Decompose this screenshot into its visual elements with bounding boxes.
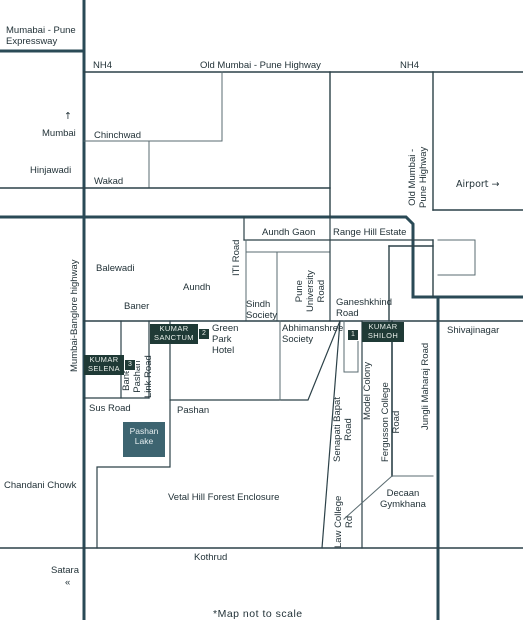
- ganeshkhind-road-label: Ganeshkhind Road: [336, 297, 392, 319]
- sindh-society-label: Sindh Society: [246, 299, 278, 321]
- nh4-left-label: NH4: [93, 60, 113, 71]
- balewadi-label: Balewadi: [96, 263, 135, 274]
- airport-label: Airport →: [456, 179, 500, 190]
- senapati-bapat-road-label: Senapati Bapat Road: [332, 397, 354, 462]
- old-highway-label: Old Mumbai - Pune Highway: [200, 60, 321, 71]
- map-footnote: *Map not to scale: [213, 608, 303, 620]
- model-colony-label: Model Colony: [362, 361, 373, 420]
- ring-highway-line: [0, 215, 523, 299]
- iti-road-label: ITI Road: [231, 239, 242, 276]
- pashan-label: Pashan: [177, 405, 210, 416]
- project-number-1: 1: [347, 329, 359, 341]
- mumbai-bangalore-highway-label: Mumbai-Banglore highway: [69, 259, 80, 372]
- sus-road-label: Sus Road: [89, 403, 131, 414]
- project-tag-kumar-sanctum: KUMAR SANCTUM: [150, 324, 198, 344]
- vetal-hill-label: Vetal Hill Forest Enclosure: [168, 492, 280, 503]
- nh4-right-label: NH4: [400, 60, 420, 71]
- satara-arrow-icon: «: [65, 577, 71, 588]
- abhimanshree-label: Abhimanshree Society: [282, 323, 344, 345]
- project-tag-kumar-shiloh: KUMAR SHILOH: [362, 322, 404, 342]
- satara-label: Satara: [51, 565, 79, 576]
- pune-university-road-label: Pune University Road: [294, 270, 327, 312]
- project-number-2: 2: [198, 328, 210, 340]
- fergusson-college-road-label: Fergusson College Road: [380, 382, 402, 462]
- project-tag-kumar-selena: KUMAR SELENA: [84, 355, 124, 375]
- aundh-gaon-label: Aundh Gaon: [262, 227, 316, 238]
- green-park-hotel-label: Green Park Hotel: [212, 323, 239, 356]
- law-college-road-label: Law College Rd: [333, 495, 355, 548]
- jungli-maharaj-road-label: Jungli Maharaj Road: [420, 342, 431, 430]
- baner-label: Baner: [124, 301, 150, 312]
- old-highway-vertical-label: Old Mumbai - Pune Highway: [407, 146, 429, 208]
- kothrud-label: Kothrud: [194, 552, 228, 563]
- range-hill-label: Range Hill Estate: [333, 227, 407, 238]
- pashan-lake: Pashan Lake: [123, 422, 165, 457]
- mumbai-arrow-icon: ↑: [64, 111, 72, 122]
- chinchwad-label: Chinchwad: [94, 130, 141, 141]
- aundh-label: Aundh: [183, 282, 211, 293]
- wakad-label: Wakad: [94, 176, 124, 187]
- decaan-gymkhana-label: Decaan Gymkhana: [380, 488, 426, 510]
- expressway-label: Mumabai - Pune Expressway: [6, 25, 76, 47]
- hinjawadi-label: Hinjawadi: [30, 165, 72, 176]
- shivajinagar-label: Shivajinagar: [447, 325, 500, 336]
- chandani-chowk-label: Chandani Chowk: [4, 480, 77, 491]
- project-number-3: 3: [124, 359, 136, 371]
- mumbai-label: Mumbai: [42, 128, 76, 139]
